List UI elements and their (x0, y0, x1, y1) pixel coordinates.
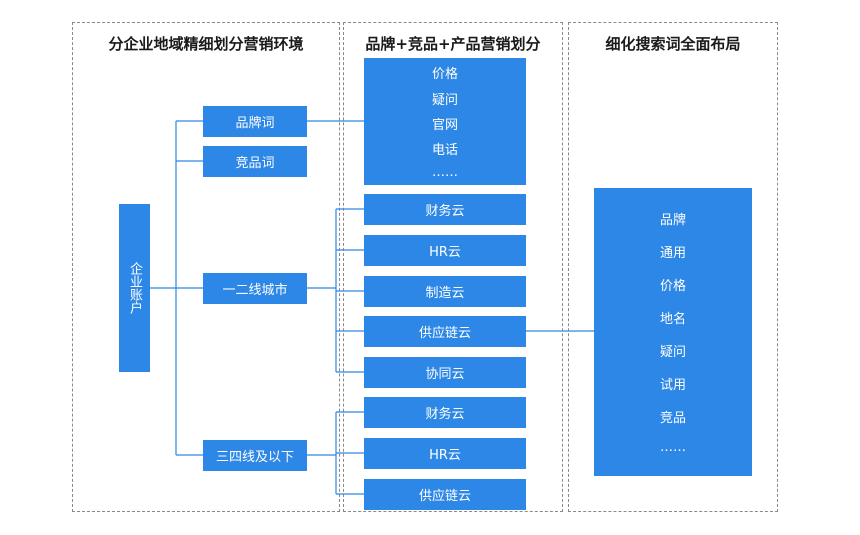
panel-middle (343, 22, 563, 512)
panel-left-title: 分企业地域精细划分营销环境 (108, 35, 304, 53)
search-term-item: 品牌 (659, 213, 686, 228)
panel-left (72, 22, 340, 512)
tier1-product-supplychain: 供应链云 (364, 316, 526, 347)
branch-tier1-cities: 一二线城市 (203, 273, 307, 304)
tier3-product-supplychain: 供应链云 (364, 479, 526, 510)
keyword-item: 价格 (431, 67, 458, 83)
panel-middle-title: 品牌+竞品+产品营销划分 (365, 35, 541, 53)
branch-competitor: 竞品词 (203, 146, 307, 177)
tier3-product-hr: HR云 (364, 438, 526, 469)
panel-right-title: 细化搜索词全面布局 (605, 35, 741, 53)
search-term-item: 试用 (659, 378, 686, 393)
branch-tier3-cities: 三四线及以下 (203, 440, 307, 471)
search-terms-group: 品牌 通用 价格 地名 疑问 试用 竞品 …… (594, 188, 752, 476)
root-label: 企业账户 (127, 262, 142, 314)
search-term-item: 价格 (659, 279, 686, 294)
tier1-product-finance: 财务云 (364, 194, 526, 225)
root-enterprise-account: 企业账户 (119, 204, 150, 372)
search-term-item: 地名 (659, 312, 686, 327)
search-term-item: 疑问 (659, 345, 686, 360)
keyword-group: 价格 疑问 官网 电话 …… (364, 58, 526, 185)
tier1-product-manufacturing: 制造云 (364, 276, 526, 307)
panel-right (568, 22, 778, 512)
keyword-item: 电话 (431, 143, 458, 159)
search-term-item: …… (660, 440, 686, 455)
keyword-item: 疑问 (431, 92, 458, 108)
keyword-item: 官网 (431, 117, 458, 133)
tier1-product-collaboration: 协同云 (364, 357, 526, 388)
search-term-item: 通用 (659, 246, 686, 261)
tier3-product-finance: 财务云 (364, 397, 526, 428)
keyword-item: …… (432, 164, 458, 180)
tier1-product-hr: HR云 (364, 235, 526, 266)
branch-brand: 品牌词 (203, 106, 307, 137)
search-term-item: 竞品 (659, 411, 686, 426)
